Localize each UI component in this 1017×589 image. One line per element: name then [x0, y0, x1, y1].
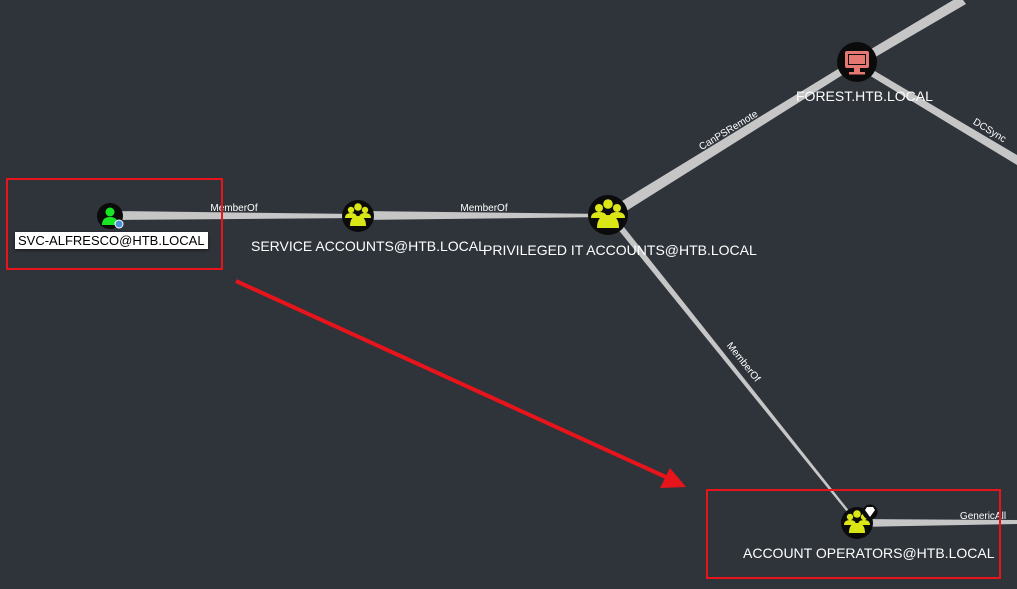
group-icon: [591, 199, 625, 228]
edge-label-memberof-1: MemberOf: [210, 203, 257, 214]
highlight-box-source: [6, 178, 223, 270]
edge-label-memberof-2: MemberOf: [460, 203, 507, 214]
edge-label-genericall: GenericAll: [960, 511, 1006, 522]
highlight-box-target: [706, 489, 1001, 579]
group-icon: [844, 510, 870, 533]
node-label-forest[interactable]: FOREST.HTB.LOCAL: [796, 88, 933, 104]
edge-top-right[interactable]: [856, 0, 966, 66]
node-service-accounts[interactable]: [342, 200, 374, 232]
node-label-privileged-it-accounts[interactable]: PRIVILEGED IT ACCOUNTS@HTB.LOCAL: [483, 242, 757, 258]
user-icon: [102, 207, 118, 225]
node-account-operators[interactable]: [841, 504, 878, 540]
high-value-diamond-icon: [862, 504, 878, 520]
edge-dcsync-forest[interactable]: [854, 60, 1017, 165]
edge-memberof-operators-to-privileged[interactable]: [604, 212, 858, 523]
node-svc-alfresco[interactable]: [97, 203, 124, 229]
edge-memberof-service-to-privileged[interactable]: [358, 211, 608, 220]
node-label-svc-alfresco[interactable]: SVC-ALFRESCO@HTB.LOCAL: [15, 232, 208, 249]
edge-genericall-operators[interactable]: [858, 519, 1017, 527]
node-label-account-operators[interactable]: ACCOUNT OPERATORS@HTB.LOCAL: [743, 545, 995, 561]
node-forest[interactable]: [837, 42, 877, 82]
annotation-arrow: [235, 279, 686, 488]
edge-canpsremote-privileged-to-forest[interactable]: [604, 58, 860, 220]
node-label-service-accounts[interactable]: SERVICE ACCOUNTS@HTB.LOCAL: [251, 238, 486, 254]
edge-memberof-svc-to-service[interactable]: [112, 211, 358, 220]
computer-icon: [845, 51, 869, 75]
node-privileged-it-accounts[interactable]: [588, 195, 628, 235]
owned-badge-icon: [114, 219, 124, 229]
group-icon: [345, 203, 371, 226]
